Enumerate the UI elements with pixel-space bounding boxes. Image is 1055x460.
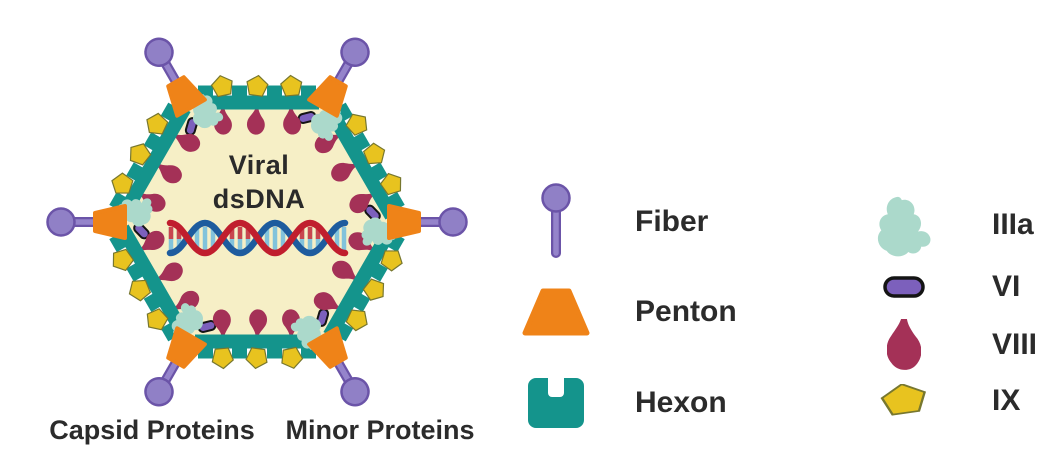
fiber-icon bbox=[520, 182, 592, 262]
legend-item-fiber: Fiber bbox=[520, 182, 708, 262]
legend-item-VIII: VIII bbox=[868, 317, 1037, 373]
legend-item-IIIa: IIIa bbox=[868, 193, 1034, 257]
legend-label-VIII: VIII bbox=[992, 328, 1038, 361]
legend-label-IIIa: IIIa bbox=[992, 208, 1034, 241]
hexon-icon bbox=[520, 377, 592, 429]
legend-label-hexon: Hexon bbox=[635, 386, 727, 419]
legend-item-IX: IX bbox=[868, 384, 1021, 418]
capsid-interior bbox=[119, 102, 395, 342]
dna-helix-illustration bbox=[166, 219, 349, 257]
legend-item-hexon: Hexon bbox=[520, 377, 727, 429]
protein-IIIa-icon bbox=[868, 193, 940, 257]
legend-item-VI: VI bbox=[868, 272, 1020, 302]
legend-label-penton: Penton bbox=[635, 295, 737, 328]
penton-icon bbox=[520, 288, 592, 336]
protein-IX-icon bbox=[868, 384, 940, 418]
viral-dsdna-label-line1: Viral bbox=[229, 150, 290, 180]
caption-capsid-proteins: Capsid Proteins bbox=[49, 415, 255, 445]
protein-VIII-icon bbox=[868, 316, 940, 374]
caption-minor-proteins: Minor Proteins bbox=[285, 415, 475, 445]
legend-item-penton: Penton bbox=[520, 288, 737, 336]
adenovirus-diagram: Viral dsDNA bbox=[0, 0, 515, 460]
legend-label-VI: VI bbox=[992, 270, 1021, 303]
viral-dsdna-label-line2: dsDNA bbox=[213, 184, 306, 214]
legend-label-IX: IX bbox=[992, 384, 1021, 417]
protein-VI-icon bbox=[868, 275, 940, 299]
legend-label-fiber: Fiber bbox=[635, 205, 709, 238]
